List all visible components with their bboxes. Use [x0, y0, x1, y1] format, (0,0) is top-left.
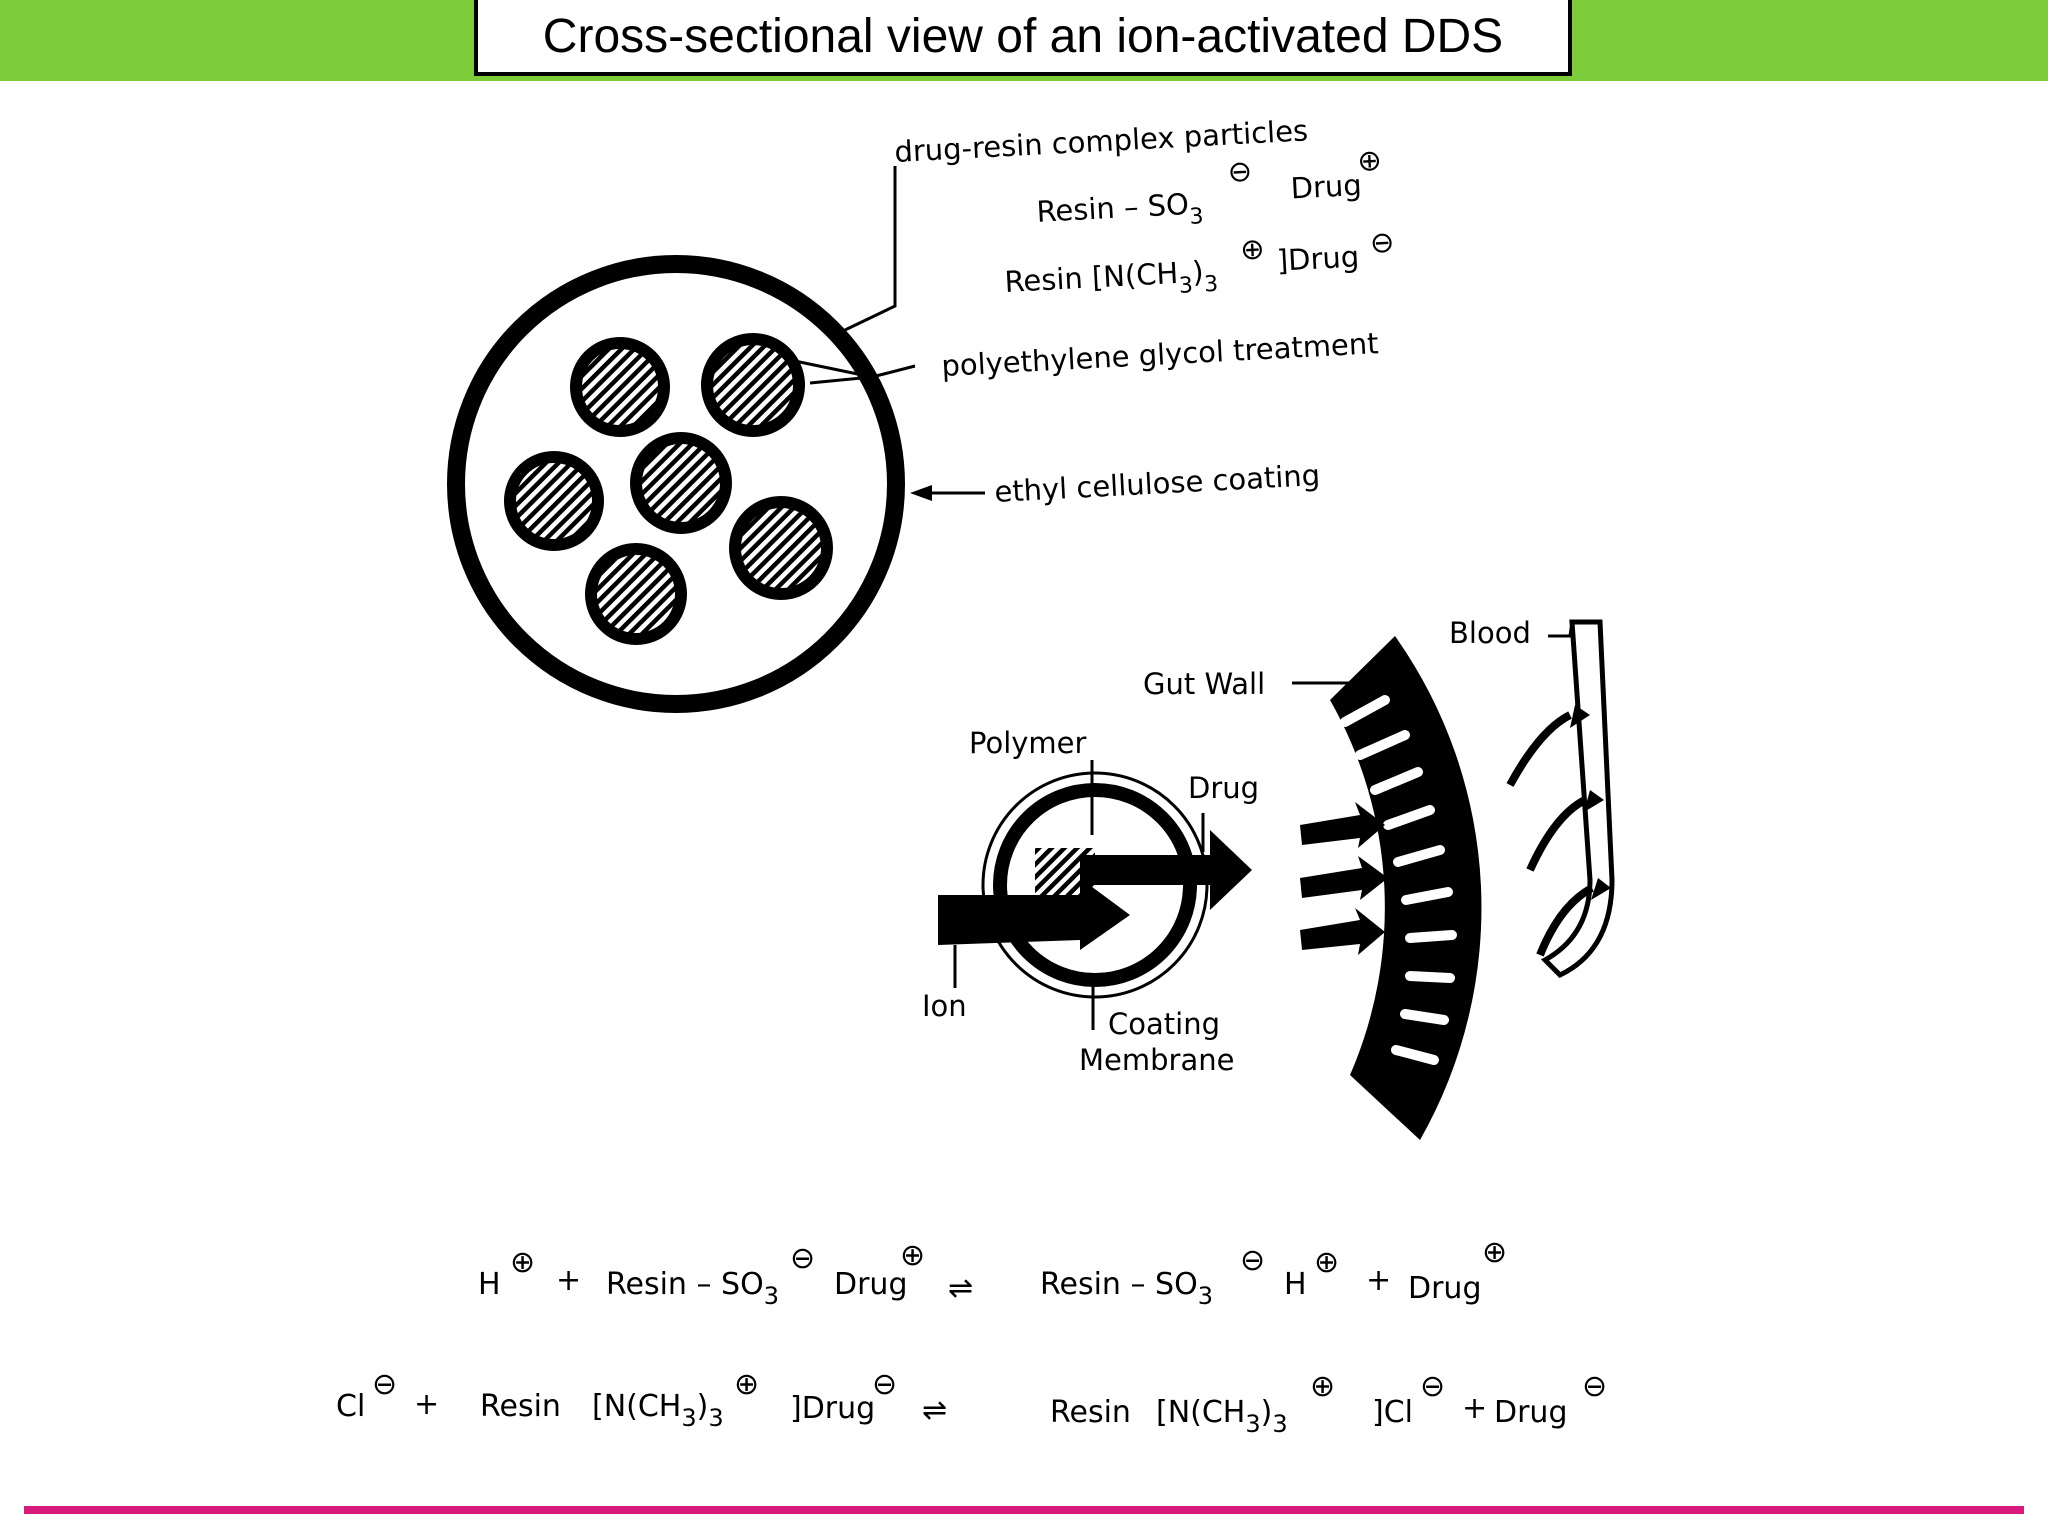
label-ethyl-cellulose: ethyl cellulose coating — [994, 458, 1321, 509]
svg-text:Resin [N(CH3)3: Resin [N(CH3)3 — [1004, 254, 1219, 308]
svg-text:H: H — [1284, 1267, 1307, 1302]
leader-line-blood — [1548, 621, 1574, 638]
svg-text:⊕: ⊕ — [1314, 1245, 1339, 1280]
label-blood: Blood — [1449, 616, 1531, 650]
svg-text:⊖: ⊖ — [372, 1367, 397, 1402]
svg-text:⊕: ⊕ — [1239, 231, 1265, 266]
label-ion: Ion — [922, 989, 967, 1023]
leader-line-drug-resin — [844, 166, 897, 332]
formula-resin-so3-drug: Resin – SO3 ⊖ Drug ⊕ — [1036, 143, 1383, 238]
svg-text:+: + — [414, 1387, 439, 1422]
label-membrane: Membrane — [1079, 1043, 1234, 1077]
svg-text:]Drug: ]Drug — [790, 1391, 875, 1426]
svg-text:⊖: ⊖ — [790, 1241, 815, 1276]
svg-text:Resin – SO3: Resin – SO3 — [606, 1267, 779, 1310]
absorption-arrowheads — [1570, 705, 1611, 900]
svg-text:⊕: ⊕ — [900, 1238, 925, 1273]
svg-text:Cl: Cl — [336, 1389, 365, 1424]
svg-text:Drug: Drug — [834, 1267, 908, 1302]
svg-text:Drug: Drug — [1494, 1395, 1568, 1430]
svg-text:[N(CH3)3: [N(CH3)3 — [1156, 1395, 1288, 1438]
title-box: Cross-sectional view of an ion-activated… — [474, 0, 1572, 76]
label-polyethylene-glycol: polyethylene glycol treatment — [941, 326, 1380, 383]
svg-text:Resin: Resin — [480, 1389, 561, 1424]
drug-resin-particle — [701, 333, 805, 437]
svg-text:⊖: ⊖ — [1582, 1369, 1607, 1404]
gut-wall-release-diagram: Blood Gut Wall Polymer Drug Ion Coating … — [922, 616, 1615, 1140]
bottom-rule — [24, 1506, 2024, 1514]
svg-text:Resin – SO3: Resin – SO3 — [1040, 1267, 1213, 1310]
page-title: Cross-sectional view of an ion-activated… — [542, 9, 1504, 63]
svg-text:+: + — [556, 1263, 581, 1298]
label-drug: Drug — [1188, 771, 1259, 805]
drug-resin-particle — [729, 496, 833, 600]
gut-wall — [1330, 636, 1482, 1140]
svg-text:]Drug: ]Drug — [1276, 239, 1360, 277]
label-polymer: Polymer — [969, 726, 1087, 760]
drug-resin-particle — [570, 337, 670, 437]
drug-resin-particle — [630, 432, 732, 534]
svg-text:⊕: ⊕ — [510, 1245, 535, 1280]
drug-release-arrows — [1300, 802, 1388, 955]
arrowhead-ethyl — [910, 485, 932, 501]
svg-text:⊖: ⊖ — [1240, 1243, 1265, 1278]
svg-text:Drug: Drug — [1290, 168, 1363, 206]
svg-text:+: + — [1462, 1391, 1487, 1426]
svg-text:Drug: Drug — [1408, 1271, 1482, 1306]
svg-text:Resin – SO3: Resin – SO3 — [1036, 186, 1204, 238]
microcapsule-cross-section: drug-resin complex particles polyethylen… — [447, 113, 1396, 713]
equation-anion-exchange: Cl ⊖ + Resin [N(CH3)3 ⊕ ]Drug ⊖ ⇌ Resin … — [336, 1367, 1607, 1438]
svg-text:⊖: ⊖ — [872, 1367, 897, 1402]
drug-arrow — [1080, 830, 1252, 910]
svg-text:+: + — [1366, 1263, 1391, 1298]
svg-text:H: H — [478, 1267, 501, 1302]
formula-resin-nch3-drug: Resin [N(CH3)3 ⊕ ]Drug ⊖ — [1004, 225, 1396, 308]
leader-line-peg — [789, 358, 916, 385]
svg-text:⊖: ⊖ — [1420, 1369, 1445, 1404]
drug-resin-particle — [504, 451, 604, 551]
svg-text:⊕: ⊕ — [734, 1367, 759, 1402]
ethyl-cellulose-coating-ring — [447, 255, 905, 713]
svg-text:⇌: ⇌ — [948, 1271, 973, 1306]
svg-text:⊕: ⊕ — [1310, 1369, 1335, 1404]
svg-text:Resin: Resin — [1050, 1395, 1131, 1430]
label-coating: Coating — [1108, 1007, 1220, 1041]
svg-text:⇌: ⇌ — [922, 1393, 947, 1428]
equation-cation-exchange: H ⊕ + Resin – SO3 ⊖ Drug ⊕ ⇌ Resin – SO3… — [478, 1235, 1507, 1310]
svg-text:]Cl: ]Cl — [1372, 1395, 1413, 1430]
svg-text:⊖: ⊖ — [1227, 154, 1253, 189]
svg-text:⊕: ⊕ — [1482, 1235, 1507, 1270]
svg-text:[N(CH3)3: [N(CH3)3 — [592, 1389, 724, 1432]
label-gut-wall: Gut Wall — [1143, 667, 1265, 701]
svg-text:⊖: ⊖ — [1369, 225, 1395, 260]
absorption-arrows — [1506, 711, 1594, 957]
villi-slits — [1340, 695, 1457, 1065]
svg-text:⊕: ⊕ — [1356, 143, 1382, 178]
drug-resin-particle — [585, 543, 687, 645]
ion-arrow — [938, 878, 1130, 950]
